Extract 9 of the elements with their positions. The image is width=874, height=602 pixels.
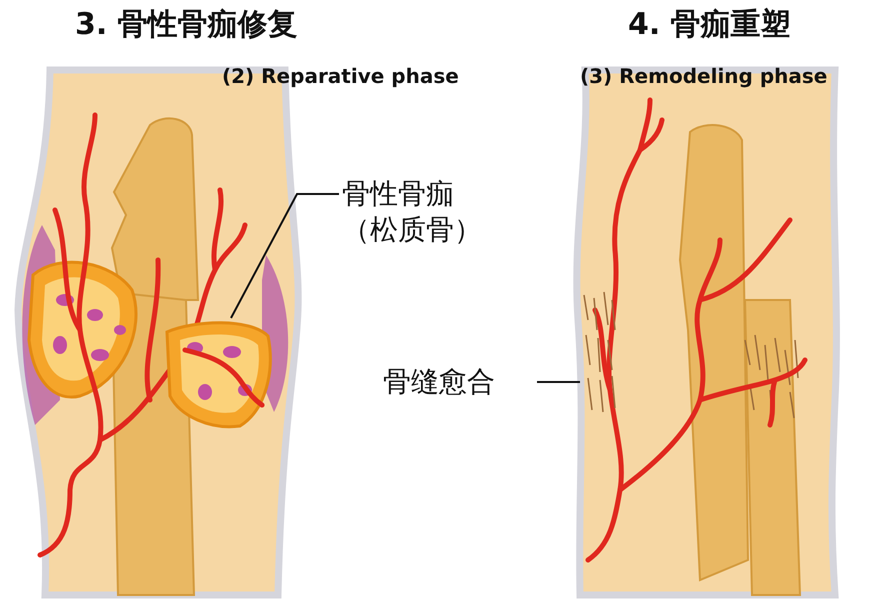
callout-label: 骨缝愈合	[383, 364, 515, 400]
panel-title: 3. 骨性骨痂修复	[75, 6, 298, 44]
phase-label: (2) Reparative phase	[222, 64, 459, 88]
leader-line	[537, 381, 580, 383]
bony-callus-drawing	[165, 318, 275, 430]
panel-title: 4. 骨痂重塑	[628, 6, 791, 44]
callout-label: 骨性骨痂（松质骨）	[342, 176, 482, 248]
phase-label: (3) Remodeling phase	[580, 64, 828, 88]
leader-line	[230, 193, 339, 318]
